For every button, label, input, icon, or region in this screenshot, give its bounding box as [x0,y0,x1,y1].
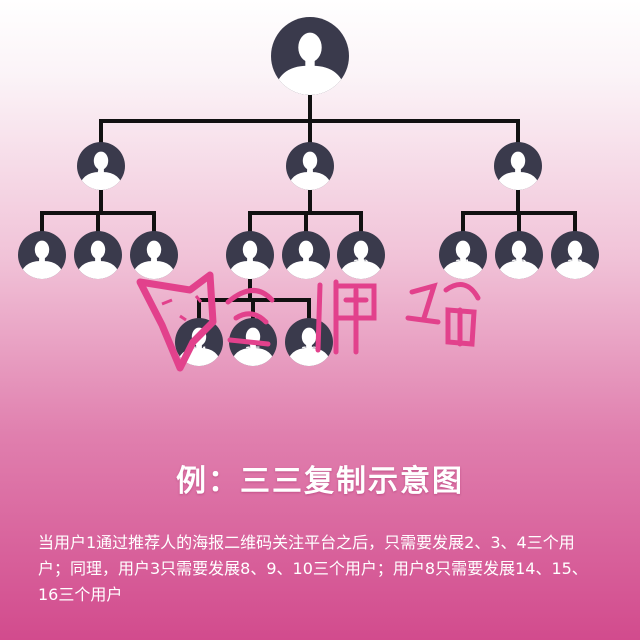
person-silhouette-icon [496,240,542,279]
node-label: 10 [353,258,370,273]
person-silhouette-icon [440,240,486,279]
user-node-6: 6 [74,231,122,279]
person-silhouette-icon [19,240,65,279]
user-node-10: 10 [337,231,385,279]
person-silhouette-icon [286,327,332,366]
connector-n4 [461,190,577,233]
connector-n2 [40,190,156,233]
diagram-description: 当用户1通过推荐人的海报二维码关注平台之后，只需要发展2、3、4三个用户；同理，… [38,533,588,604]
cat-logo-icon [136,271,217,372]
node-label: 1 [305,65,315,83]
user-node-2: 2 [77,142,125,190]
connector-n8 [197,279,311,320]
user-node-9: 9 [282,231,330,279]
user-node-11: 11 [439,231,487,279]
person-silhouette-icon [287,151,333,190]
node-label: 9 [302,258,310,273]
person-silhouette-icon [227,240,273,279]
node-label: 7 [150,258,158,273]
user-node-4: 4 [494,142,542,190]
person-silhouette-icon [75,240,121,279]
node-label: 16 [301,345,318,360]
person-silhouette-icon [495,151,541,190]
diagram-title: 例：三三复制示意图 [176,464,464,499]
node-label: 8 [246,258,254,273]
person-silhouette-icon [272,32,348,95]
node-label: 11 [455,258,472,273]
user-node-3: 3 [286,142,334,190]
person-silhouette-icon [78,151,124,190]
person-silhouette-icon [131,240,177,279]
node-label: 6 [94,258,102,273]
person-silhouette-icon [283,240,329,279]
node-label: 14 [191,345,208,360]
node-label: 3 [306,169,314,184]
user-node-13: 13 [551,231,599,279]
node-label: 2 [97,169,105,184]
node-label: 12 [511,258,528,273]
connector-lines [40,95,577,320]
user-node-8: 8 [226,231,274,279]
node-label: 4 [514,169,522,184]
user-node-7: 7 [130,231,178,279]
node-label: 5 [38,258,46,273]
user-node-12: 12 [495,231,543,279]
connector-n3 [248,190,363,233]
person-silhouette-icon [338,240,384,279]
node-label: 13 [567,258,584,273]
connector-n1 [99,95,520,144]
user-node-5: 5 [18,231,66,279]
user-node-15: 15 [229,318,277,366]
brand-glyphs-icon [225,279,481,355]
user-node-1: 1 [271,17,349,95]
node-label: 15 [245,345,262,360]
person-silhouette-icon [552,240,598,279]
